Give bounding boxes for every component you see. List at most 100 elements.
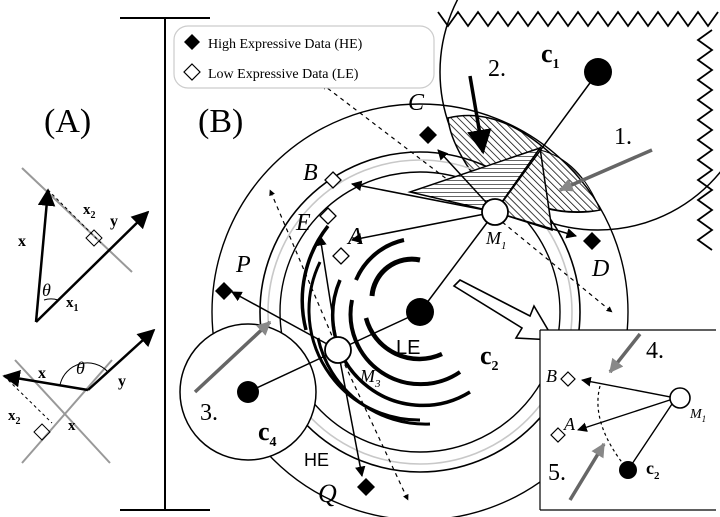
arrow-m3-to-e: [316, 234, 339, 351]
point-m1: [481, 198, 509, 226]
vector-x-top: [34, 188, 56, 323]
arc-ring-4: [363, 317, 443, 362]
center-c2: [406, 298, 434, 326]
label-theta-bottom: θ: [76, 358, 85, 378]
vector-x-bottom: [2, 369, 89, 392]
arc-ring-2: [331, 279, 471, 408]
label-data-p: P: [235, 252, 251, 278]
link-m1-c1: [494, 71, 599, 213]
label-x2-bottom: x2: [8, 408, 21, 427]
inset-le-point-a: [550, 427, 566, 443]
label-m1: M1: [485, 228, 507, 252]
le-point-b: [324, 171, 342, 189]
point-m3: [324, 336, 352, 364]
link-m3-c2: [337, 311, 421, 351]
panel-b: (B): [179, 0, 720, 517]
legend: High Expressive Data (HE) Low Expressive…: [173, 25, 435, 89]
label-x2-top: x2: [83, 202, 96, 221]
arrow-m1-to-d: [494, 211, 578, 239]
label-c2: c2: [480, 341, 499, 374]
inset-le-point-b: [560, 371, 576, 387]
label-m3: M3: [359, 366, 381, 390]
step-5-arrow: [568, 442, 606, 501]
label-theta-top: θ: [42, 280, 51, 300]
dashed-arrow-m1-down: [489, 211, 613, 313]
theta-arc-top: [43, 298, 59, 301]
panel-a: (A) x y x2 x1 θ x y θ x2 x: [2, 103, 156, 464]
label-y-top: y: [110, 213, 118, 230]
panel-b-title: (B): [198, 103, 243, 140]
panel-a-title: (A): [44, 103, 91, 140]
projection-line-bottom-a: [14, 359, 111, 464]
vector-y-bottom: [87, 328, 156, 391]
arrow-m1-to-b: [350, 180, 496, 213]
hollow-arrow-zoom: [452, 279, 556, 341]
inset-label-a: A: [563, 414, 576, 434]
step-1-arrow: [558, 148, 653, 192]
legend-marker-le: [183, 63, 201, 81]
arrow-m1-to-c: [437, 149, 496, 213]
label-step-5: 5.: [548, 460, 566, 486]
legend-label-he: High Expressive Data (HE): [208, 37, 363, 52]
label-data-b: B: [303, 160, 318, 186]
cluster-c2-boundary: [211, 103, 629, 517]
region-label-le: LE: [396, 337, 420, 359]
step-2-arrow: [467, 75, 492, 155]
inset-dashed-path: [597, 385, 629, 471]
inset-arrow-to-a: [577, 397, 677, 432]
inset-panel: B A M1 c2 4. 5.: [539, 329, 718, 511]
arrow-m1-to-a: [350, 211, 496, 244]
zigzag-boundary: [437, 10, 719, 28]
inset-point-m1: [669, 387, 691, 409]
label-data-e: E: [295, 210, 311, 236]
label-data-a: A: [346, 224, 363, 250]
perpendicular-x2-bottom: [3, 375, 53, 424]
label-data-q: Q: [318, 479, 337, 508]
center-c4: [237, 381, 259, 403]
label-y-bottom: y: [118, 373, 126, 390]
dashed-arrow-m3-up: [269, 189, 339, 351]
zigzag-boundary-right: [696, 29, 714, 251]
inset-link-c2: [627, 397, 677, 471]
arc-ring-5: [369, 256, 421, 297]
vector-y-top: [35, 210, 150, 323]
inset-center-c2: [619, 461, 637, 479]
arrow-m3-to-q: [337, 349, 366, 478]
label-xproj-bottom: x: [68, 418, 76, 434]
label-step-1: 1.: [614, 124, 632, 150]
label-step-4: 4.: [646, 338, 664, 364]
label-step-3: 3.: [200, 400, 218, 426]
region-label-he: HE: [304, 450, 329, 470]
legend-marker-he: [184, 34, 200, 50]
he-point-c: [419, 126, 437, 144]
label-data-d: D: [591, 256, 609, 282]
label-x-top: x: [18, 233, 26, 250]
cluster-c2-ring-inner: [279, 171, 561, 453]
center-c1: [584, 58, 612, 86]
label-x1-top: x1: [66, 295, 79, 314]
right-angle-bottom: [33, 423, 51, 441]
he-point-p: [215, 282, 233, 300]
arc-ring-3: [348, 299, 462, 387]
legend-label-le: Low Expressive Data (LE): [208, 67, 359, 82]
label-c1: c1: [541, 39, 560, 72]
label-step-2: 2.: [488, 56, 506, 82]
inset-label-b: B: [546, 366, 557, 386]
cluster-c2-ring-outer: [259, 151, 581, 473]
inset-arrow-to-b: [581, 376, 677, 399]
label-x-bottom: x: [38, 365, 46, 382]
step-4-arrow: [608, 332, 642, 374]
he-point-q: [357, 478, 375, 496]
arc-ring-6: [354, 238, 405, 281]
label-c4: c4: [258, 417, 277, 450]
arc-ring-1: [307, 261, 421, 422]
inset-label-c2: c2: [646, 458, 660, 482]
projection-line-bottom-b: [21, 359, 113, 464]
step-3-arrow: [193, 320, 272, 394]
le-point-e: [319, 207, 337, 225]
projection-line-top: [21, 167, 133, 273]
link-m3-c4: [247, 349, 339, 393]
he-point-d: [583, 232, 601, 250]
panel-divider: [120, 17, 210, 511]
